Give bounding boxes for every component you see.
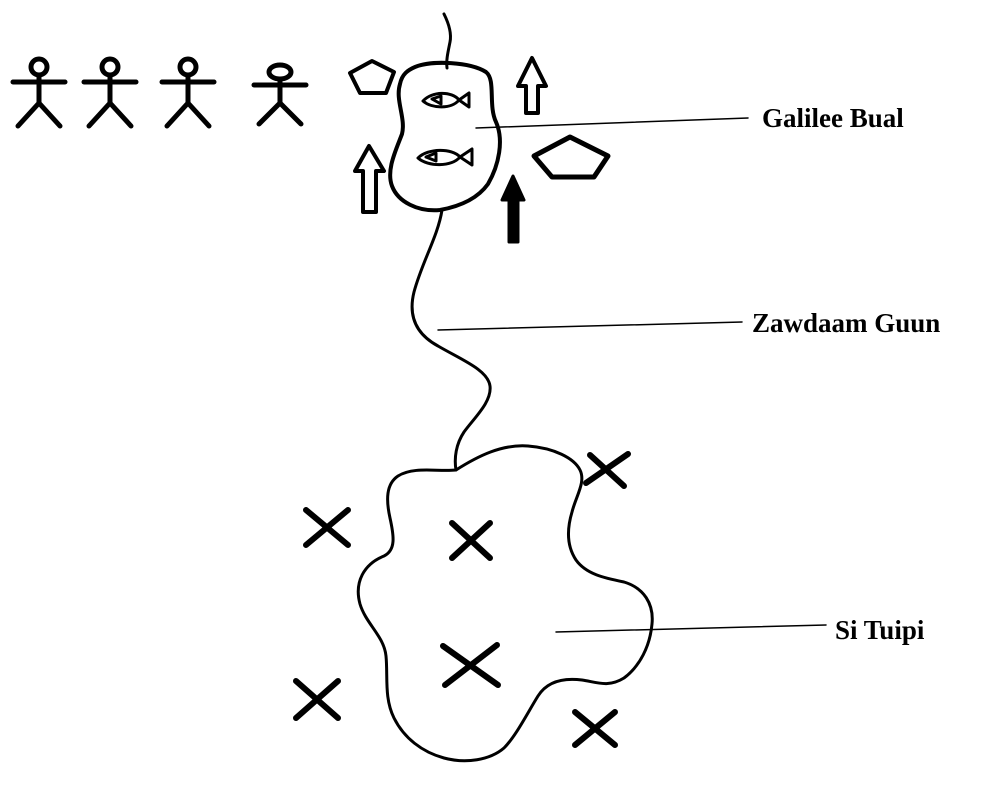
river-line xyxy=(410,208,492,472)
pentagon-icon xyxy=(531,134,611,180)
cross-mark-icon xyxy=(449,520,493,561)
fish-icon xyxy=(416,147,474,167)
label-galilee: Galilee Bual xyxy=(762,103,904,133)
fish-icon xyxy=(421,91,471,109)
label-dead-sea: Si Tuipi xyxy=(835,615,925,645)
cross-mark-icon xyxy=(303,507,351,548)
arrow-up-icon xyxy=(516,56,548,115)
leader-line-dead-sea xyxy=(555,624,827,633)
person-icon xyxy=(10,56,68,129)
leader-line-galilee xyxy=(475,117,749,129)
cross-mark-icon xyxy=(293,678,341,721)
cross-mark-icon xyxy=(440,642,501,688)
arrow-up-icon xyxy=(353,144,386,214)
leader-line-river xyxy=(437,321,743,331)
person-icon xyxy=(159,56,217,129)
river-source-line xyxy=(442,12,452,70)
person-icon xyxy=(81,56,139,129)
arrow-up-icon xyxy=(500,174,526,244)
cross-mark-icon xyxy=(572,709,618,748)
cross-mark-icon xyxy=(583,451,631,489)
pentagon-icon xyxy=(348,59,396,95)
person-icon xyxy=(251,62,309,127)
label-river: Zawdaam Guun xyxy=(752,308,940,338)
lake-dead-sea xyxy=(356,444,654,763)
lake-galilee xyxy=(388,60,502,213)
